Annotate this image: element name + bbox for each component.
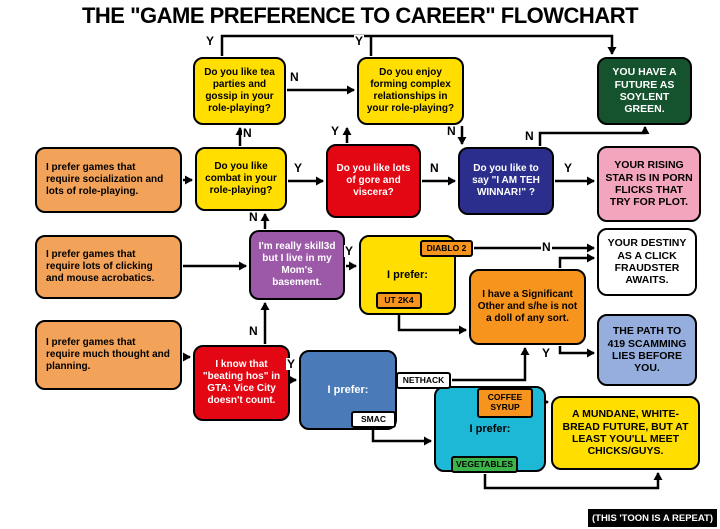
node-prefer-thought-text: I prefer games that require much thought…: [46, 337, 170, 372]
tag-coffee-syrup: COFFEE SYRUP: [477, 388, 533, 418]
node-prefer-socialization: I prefer games that require socializatio…: [35, 147, 182, 213]
node-click-fraudster-text: YOUR DESTINY AS A CLICK FRAUDSTER AWAITS…: [607, 237, 687, 287]
node-winnar-text: Do you like to say "I AM TEH WINNAR!" ?: [472, 163, 540, 198]
edge-so-Y-419: [558, 346, 595, 358]
node-gore: Do you like lots of gore and viscera?: [326, 144, 421, 218]
branch-label-4-Y: Y: [330, 124, 341, 138]
page-title: THE "GAME PREFERENCE TO CAREER" FLOWCHAR…: [81, 3, 639, 28]
node-tea-parties: Do you like tea parties and gossip in yo…: [193, 57, 286, 125]
branch-label-6-Y: Y: [293, 161, 304, 175]
node-click-fraudster: YOUR DESTINY AS A CLICK FRAUDSTER AWAITS…: [597, 228, 697, 296]
tag-ut-2k4: UT 2K4: [376, 292, 422, 309]
node-complex-relationships-text: Do you enjoy forming complex relationshi…: [366, 67, 455, 114]
branch-label-15-Y: Y: [286, 357, 297, 371]
edge-smac-to-vegprefer: [371, 429, 432, 446]
copyright-text: COPYRIGHT©2004 J.D. "Illiad" Frazer HTTP…: [0, 274, 2, 521]
node-skill3d: I'm really skill3d but I live in my Mom'…: [249, 230, 345, 300]
edge-ut2k4-to-so: [397, 310, 467, 335]
node-gore-text: Do you like lots of gore and viscera?: [336, 163, 411, 198]
node-prefer-coffee-veg-text: I prefer:: [469, 422, 511, 435]
node-prefer-nethack-smac-text: I prefer:: [327, 383, 369, 396]
edge-winnar-N-soylent: [538, 126, 650, 146]
node-mundane-future-text: A MUNDANE, WHITE-BREAD FUTURE, BUT AT LE…: [562, 408, 689, 458]
node-mundane-future: A MUNDANE, WHITE-BREAD FUTURE, BUT AT LE…: [551, 396, 700, 470]
branch-label-7-N: N: [429, 161, 440, 175]
node-significant-other: I have a Significant Other and s/he is n…: [469, 269, 586, 345]
node-prefer-diablo-ut-text: I prefer:: [387, 268, 428, 281]
tag-vegetables: VEGETABLES: [451, 456, 518, 473]
edge-so-N-fraudster: [558, 253, 595, 268]
edge-vegetables-to-mundane: [483, 472, 663, 490]
tag-smac: SMAC: [351, 411, 396, 428]
branch-label-5-N: N: [446, 124, 457, 138]
node-winnar: Do you like to say "I AM TEH WINNAR!" ?: [458, 147, 554, 215]
node-419-scamming-text: THE PATH TO 419 SCAMMING LIES BEFORE YOU…: [607, 325, 687, 375]
branch-label-0-Y: Y: [205, 34, 216, 48]
node-porn-flicks-text: YOUR RISING STAR IS IN PORN FLICKS THAT …: [605, 159, 693, 209]
node-419-scamming: THE PATH TO 419 SCAMMING LIES BEFORE YOU…: [597, 314, 697, 386]
branch-label-2-Y: Y: [354, 34, 365, 48]
branch-label-14-N: N: [248, 324, 259, 338]
node-soylent-green-text: YOU HAVE A FUTURE AS SOYLENT GREEN.: [612, 66, 677, 116]
node-prefer-clicking-text: I prefer games that require lots of clic…: [46, 249, 155, 284]
node-complex-relationships: Do you enjoy forming complex relationshi…: [357, 57, 464, 125]
node-soylent-green: YOU HAVE A FUTURE AS SOYLENT GREEN.: [597, 57, 692, 125]
edge-nethack-to-so: [452, 347, 530, 382]
node-prefer-clicking: I prefer games that require lots of clic…: [35, 235, 182, 299]
node-gta-vice-city: I know that "beating hos" in GTA: Vice C…: [193, 345, 290, 421]
branch-label-10-N: N: [248, 210, 259, 224]
branch-label-11-Y: Y: [344, 244, 355, 258]
tag-nethack: NETHACK: [396, 372, 451, 389]
node-significant-other-text: I have a Significant Other and s/he is n…: [477, 289, 578, 324]
branch-label-3-N: N: [242, 126, 253, 140]
branch-label-13-Y: Y: [541, 346, 552, 360]
branch-label-12-N: N: [541, 240, 552, 254]
branch-label-9-N: N: [524, 129, 535, 143]
tag-diablo-2: DIABLO 2: [420, 240, 473, 257]
repeat-banner: (THIS 'TOON IS A REPEAT): [588, 509, 717, 527]
node-combat-text: Do you like combat in your role-playing?: [205, 161, 277, 196]
node-porn-flicks: YOUR RISING STAR IS IN PORN FLICKS THAT …: [597, 146, 701, 222]
edge-teaparties-Y-soylent: [220, 34, 617, 56]
node-skill3d-text: I'm really skill3d but I live in my Mom'…: [258, 241, 336, 288]
node-gta-vice-city-text: I know that "beating hos" in GTA: Vice C…: [202, 359, 281, 406]
node-combat: Do you like combat in your role-playing?: [195, 147, 287, 211]
node-prefer-thought: I prefer games that require much thought…: [35, 320, 182, 390]
node-prefer-socialization-text: I prefer games that require socializatio…: [46, 162, 164, 197]
branch-label-1-N: N: [289, 70, 300, 84]
node-tea-parties-text: Do you like tea parties and gossip in yo…: [204, 67, 275, 114]
branch-label-8-Y: Y: [563, 161, 574, 175]
